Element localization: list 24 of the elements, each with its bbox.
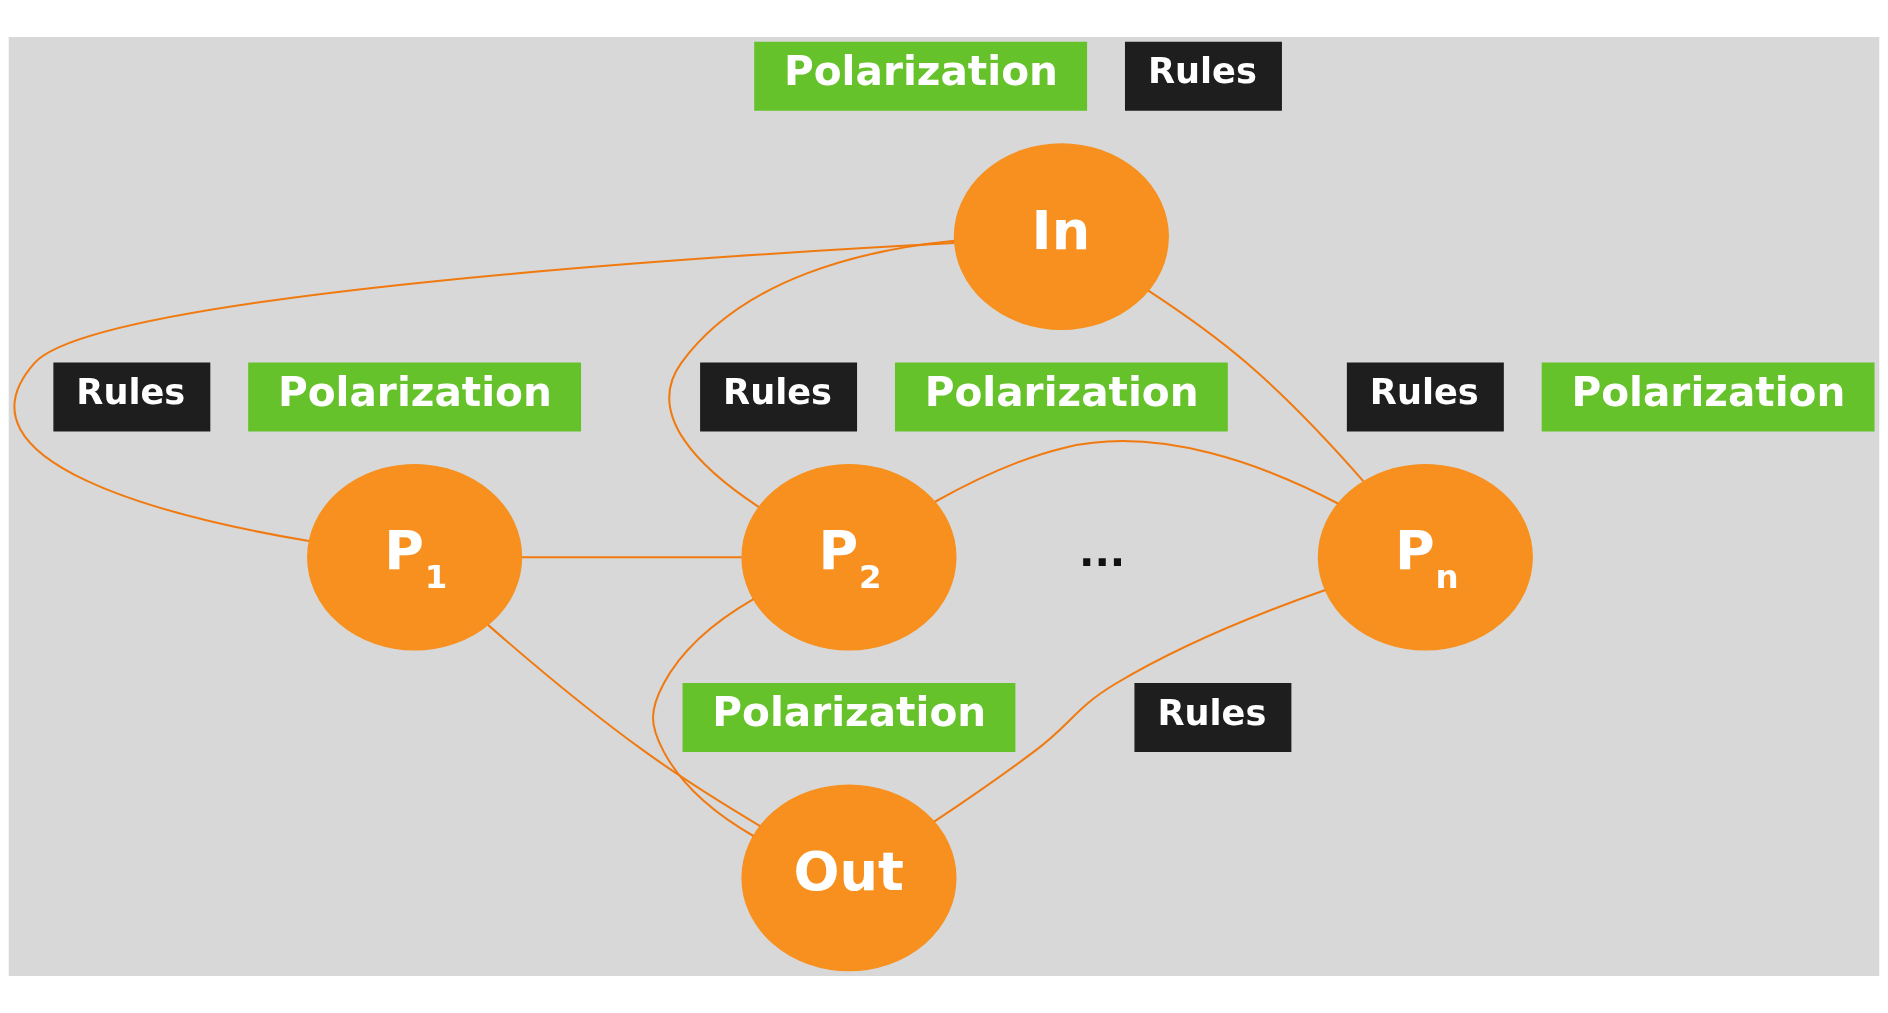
- node-ellipse: P$_{n}$: [1317, 463, 1533, 651]
- connector: [14, 242, 955, 543]
- node-box: Rules: [53, 362, 211, 432]
- node-box: Rules: [1134, 683, 1292, 753]
- node-ellipse: P$_{1}$: [307, 463, 523, 651]
- node-box: Polarization: [754, 41, 1088, 111]
- connector: [652, 598, 754, 837]
- connector: [934, 440, 1339, 505]
- connector: [521, 556, 742, 559]
- node-box: Polarization: [248, 362, 582, 432]
- connector: [668, 239, 955, 508]
- node-box: Rules: [700, 362, 858, 432]
- node-ellipse: In: [953, 143, 1169, 330]
- label: ...: [1078, 528, 1126, 577]
- node-box: Polarization: [894, 362, 1228, 432]
- connector: [933, 589, 1326, 823]
- node-ellipse: Out: [741, 784, 957, 972]
- node-box: Rules: [1124, 41, 1282, 111]
- connector: [487, 624, 761, 827]
- node-box: Polarization: [1541, 362, 1875, 432]
- connector: [1147, 289, 1365, 482]
- node-box: Polarization: [682, 683, 1016, 753]
- node-box: Rules: [1346, 362, 1504, 432]
- node-ellipse: P$_{2}$: [741, 463, 957, 651]
